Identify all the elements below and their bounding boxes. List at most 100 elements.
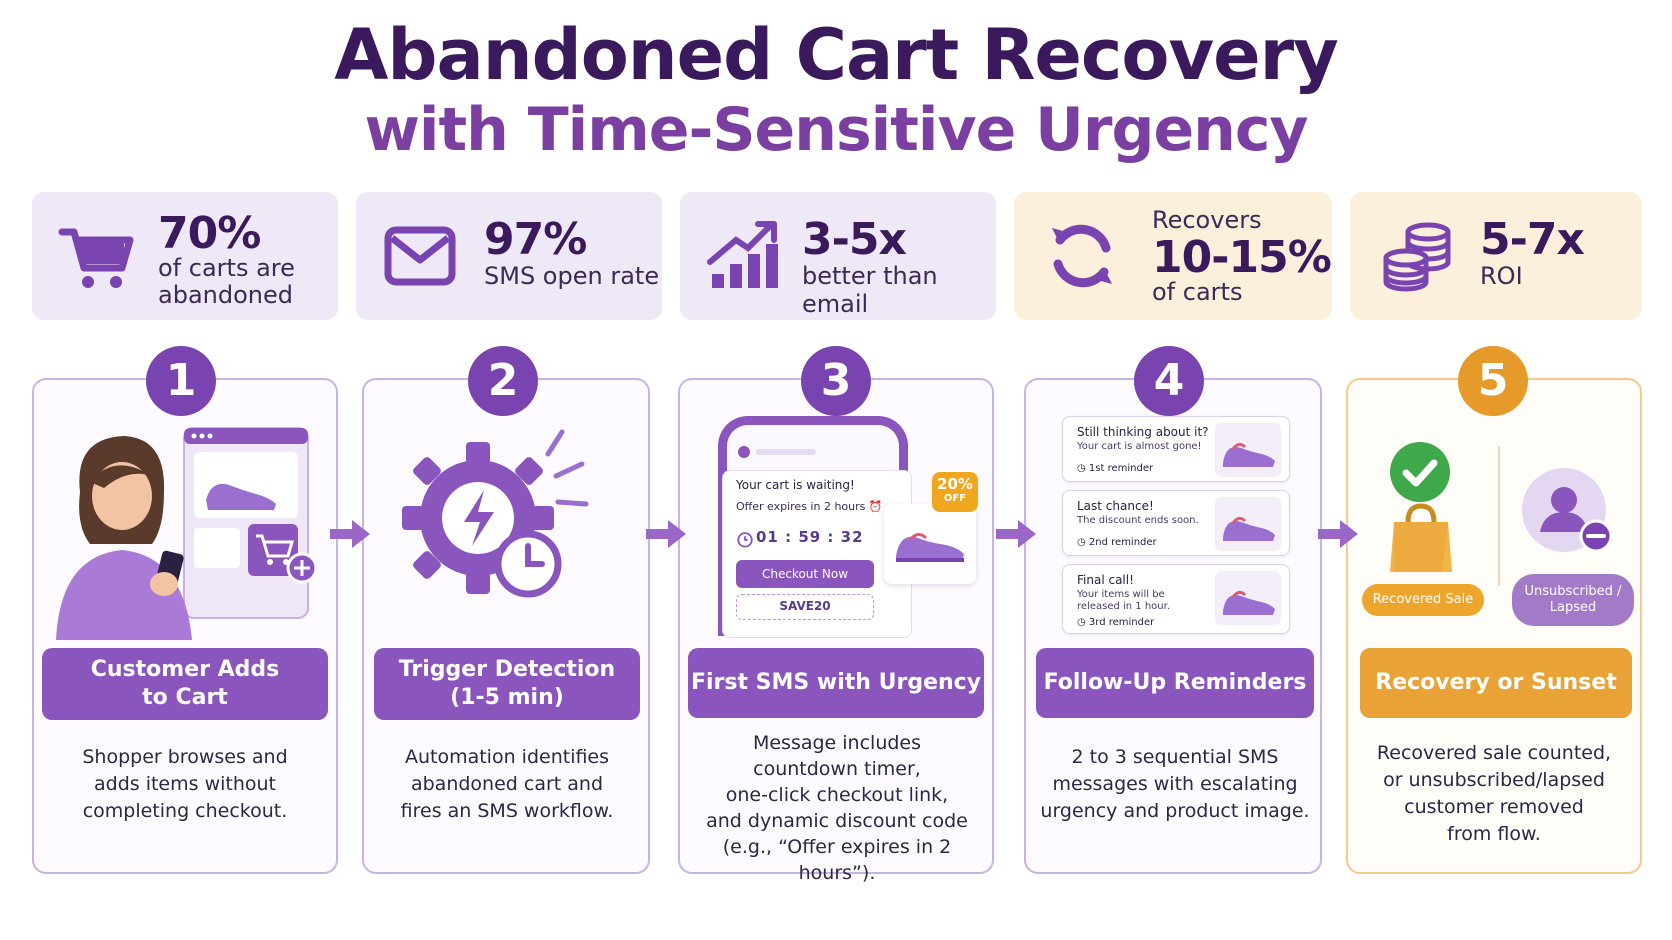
step-number: 2: [468, 346, 538, 416]
step-number: 5: [1458, 346, 1528, 416]
reminder-headline: Final call!: [1077, 573, 1134, 587]
stat-label: ROI: [1480, 262, 1523, 290]
step-description: Shopper browses and adds items without c…: [44, 744, 326, 825]
countdown-timer: 01 : 59 : 32: [756, 528, 864, 546]
outcome-divider: [1498, 446, 1500, 586]
desc-line: countdown timer,: [753, 758, 921, 780]
desc-line: customer removed: [1404, 796, 1584, 818]
stat-label: better than email: [802, 262, 938, 318]
arrow-right-icon: [330, 520, 370, 548]
sneaker-image: [1215, 571, 1281, 625]
reminder-tag: ◷ 1st reminder: [1077, 463, 1153, 474]
arrow-right-icon: [646, 520, 686, 548]
reminder-message-2: Last chance! The discount ends soon. ◷ 2…: [1062, 490, 1290, 556]
stat-vs-email: 3-5x better than email: [680, 192, 996, 320]
reminder-headline: Last chance!: [1077, 499, 1154, 513]
step-number: 4: [1134, 346, 1204, 416]
reminder-body: Your cart is almost gone!: [1077, 441, 1202, 452]
recovered-sale-badge: Recovered Sale: [1362, 584, 1484, 616]
reminder-tag-text: 3rd reminder: [1088, 617, 1155, 628]
discount-label: OFF: [943, 493, 967, 504]
gear-clock-illustration: [402, 429, 589, 598]
sneaker-image: [1215, 497, 1281, 551]
desc-line: adds items without: [94, 773, 276, 795]
stat-roi: 5-7x ROI: [1350, 192, 1642, 320]
desc-line: and dynamic discount code: [706, 810, 968, 832]
step-title-line: Trigger Detection: [398, 657, 616, 682]
step-description: Message includes countdown timer, one-cl…: [684, 730, 990, 886]
stat-label: SMS open rate: [484, 262, 660, 290]
main-title: Abandoned Cart Recovery: [334, 14, 1339, 96]
user-remove-icon: [1522, 468, 1613, 553]
shopping-bag-icon: [1390, 503, 1452, 572]
reminder-tag-text: 2nd reminder: [1088, 537, 1157, 548]
desc-line: (e.g., “Offer expires in 2 hours”).: [722, 836, 952, 884]
phone-header-bar: [756, 449, 816, 455]
envelope-icon: [384, 226, 456, 286]
stat-value: 5-7x: [1480, 214, 1585, 265]
growth-chart-icon: [707, 221, 778, 288]
reminder-headline: Still thinking about it?: [1077, 425, 1209, 439]
discount-badge: 20% OFF: [932, 472, 978, 512]
timer-icon: [737, 532, 753, 548]
subtitle: with Time-Sensitive Urgency: [364, 95, 1308, 165]
step-number: 3: [801, 346, 871, 416]
reminder-tag-text: 1st reminder: [1088, 463, 1154, 474]
clock-icon: ◷: [1077, 537, 1086, 548]
stat-recovery-rate: Recovers 10-15% of carts: [1014, 192, 1332, 320]
phone-header: [738, 446, 750, 458]
discount-value: 20%: [937, 475, 973, 493]
sms-headline: Your cart is waiting!: [736, 478, 855, 492]
stat-label: of carts: [1152, 278, 1243, 306]
step-title-line: to Cart: [142, 685, 228, 710]
reminder-message-1: Still thinking about it? Your cart is al…: [1062, 416, 1290, 482]
sms-expiry-text: Offer expires in 2 hours: [736, 500, 866, 513]
sms-expiry: Offer expires in 2 hours ⏰: [736, 500, 883, 513]
clock-icon: ◷: [1077, 617, 1086, 628]
desc-line: 2 to 3 sequential SMS: [1071, 746, 1279, 768]
step-number: 1: [146, 346, 216, 416]
checkout-now-button[interactable]: Checkout Now: [736, 560, 874, 588]
sms-message: [722, 470, 912, 638]
desc-line: fires an SMS workflow.: [400, 800, 614, 822]
reminder-tag: ◷ 2nd reminder: [1077, 537, 1157, 548]
desc-line: one-click checkout link,: [725, 784, 949, 806]
stat-value: 97%: [484, 214, 587, 265]
desc-line: Shopper browses and: [82, 746, 288, 768]
reminder-message-3: Final call! Your items will be released …: [1062, 564, 1290, 634]
step-title: Trigger Detection(1-5 min): [374, 648, 640, 720]
stat-cart-abandonment: 70% of carts are abandoned: [32, 192, 338, 320]
desc-line: abandoned cart and: [410, 773, 604, 795]
desc-line: Message includes: [752, 732, 922, 754]
desc-line: urgency and product image.: [1040, 800, 1310, 822]
step-description: Recovered sale counted, or unsubscribed/…: [1352, 740, 1636, 848]
alarm-clock-icon: ⏰: [868, 500, 883, 513]
arrow-right-icon: [1318, 520, 1358, 548]
reminder-tag: ◷ 3rd reminder: [1077, 617, 1154, 628]
sneaker-image: [896, 533, 964, 562]
desc-line: Recovered sale counted,: [1376, 742, 1612, 764]
shopper-illustration: [56, 427, 318, 640]
step-title: First SMS with Urgency: [688, 648, 984, 718]
stat-label: of carts are: [158, 254, 295, 282]
desc-line: completing checkout.: [82, 800, 288, 822]
stat-value: 70%: [158, 208, 261, 259]
coin-stack-icon: [1383, 222, 1451, 292]
refresh-icon: [1052, 224, 1112, 288]
step-card-2: [362, 378, 650, 874]
checkmark-icon: [1390, 442, 1450, 502]
stat-sms-open-rate: 97% SMS open rate: [356, 192, 662, 320]
reminder-body: Your items will be released in 1 hour.: [1077, 589, 1170, 612]
desc-line: messages with escalating: [1052, 773, 1298, 795]
step-description: Automation identifies abandoned cart and…: [374, 744, 640, 825]
sneaker-image: [1215, 423, 1281, 477]
stat-label: abandoned: [158, 281, 293, 309]
lapsed-badge: Unsubscribed / Lapsed: [1512, 574, 1634, 626]
shopping-cart-icon: [58, 228, 134, 288]
step-title: Recovery or Sunset: [1360, 648, 1632, 718]
stat-value: 10-15%: [1152, 232, 1332, 283]
clock-icon: ◷: [1077, 463, 1086, 474]
arrow-right-icon: [996, 520, 1036, 548]
discount-code: SAVE20: [736, 594, 874, 620]
